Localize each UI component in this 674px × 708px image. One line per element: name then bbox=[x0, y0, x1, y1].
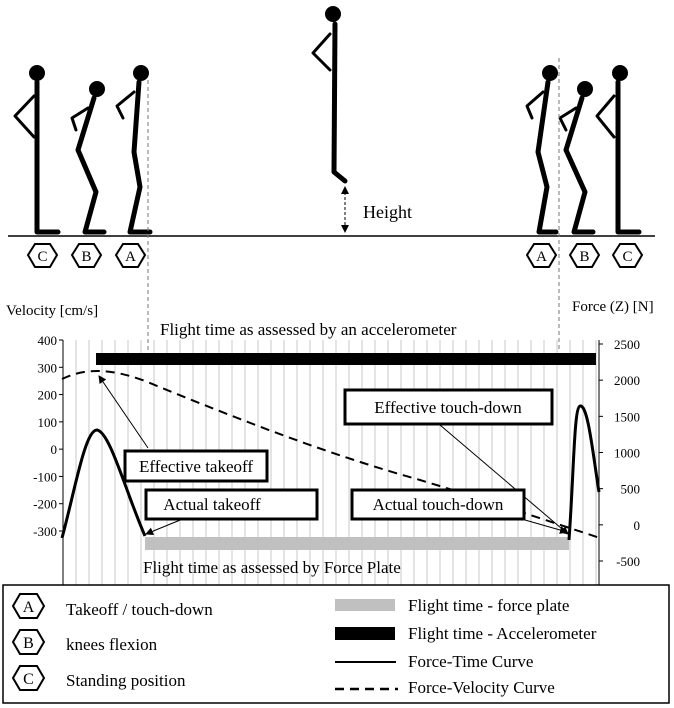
force-tick-label: 1000 bbox=[614, 446, 640, 461]
velocity-ticks: 400 300 200 100 0 -100 -200 -300 bbox=[33, 333, 63, 539]
legend-force-velocity-text: Force-Velocity Curve bbox=[408, 678, 555, 697]
velocity-tick-label: -100 bbox=[33, 469, 57, 484]
figure-right-standing bbox=[595, 65, 642, 235]
badge-right-c: C bbox=[611, 243, 644, 268]
velocity-tick-label: 200 bbox=[38, 388, 58, 403]
velocity-tick-label: 100 bbox=[38, 415, 58, 430]
legend-badge-a: A bbox=[11, 593, 46, 619]
legend-force-time-text: Force-Time Curve bbox=[408, 652, 533, 671]
accelerometer-flight-title: Flight time as assessed by an accelerome… bbox=[160, 320, 457, 339]
force-tick-label: 500 bbox=[621, 482, 641, 497]
svg-text:A: A bbox=[125, 249, 136, 265]
force-ticks: 2500 2000 1500 1000 500 0 -500 bbox=[599, 337, 640, 569]
velocity-tick-label: 0 bbox=[51, 442, 58, 457]
legend-takeoff-text: Takeoff / touch-down bbox=[66, 600, 213, 619]
figure-left-standing bbox=[13, 65, 61, 235]
height-label: Height bbox=[363, 202, 412, 222]
svg-text:A: A bbox=[536, 249, 547, 265]
force-plate-flight-bar bbox=[145, 537, 569, 550]
legend-force-plate-text: Flight time - force plate bbox=[408, 596, 569, 615]
svg-text:B: B bbox=[81, 249, 91, 265]
svg-text:C: C bbox=[622, 249, 632, 265]
badge-left-a: A bbox=[114, 243, 147, 268]
figure-right-flexion bbox=[558, 81, 596, 235]
annotation-actual-touchdown: Actual touch-down bbox=[350, 488, 526, 521]
legend-gray-bar-swatch bbox=[335, 599, 395, 611]
figure-airborne bbox=[311, 6, 348, 184]
badge-left-c: C bbox=[26, 243, 59, 268]
annotation-effective-takeoff: Effective takeoff bbox=[123, 449, 269, 483]
force-time-curve-takeoff bbox=[60, 428, 147, 539]
svg-text:B: B bbox=[579, 249, 589, 265]
svg-text:B: B bbox=[23, 635, 34, 652]
force-tick-label: 0 bbox=[634, 518, 641, 533]
force-tick-label: 1500 bbox=[614, 409, 640, 424]
annotation-actual-takeoff: Actual takeoff bbox=[144, 488, 319, 521]
figure-right-touchdown bbox=[525, 65, 559, 235]
phase-badges: C B A A B C bbox=[26, 243, 644, 268]
force-plate-flight-title: Flight time as assessed by Force Plate bbox=[143, 558, 401, 577]
badge-right-b: B bbox=[568, 243, 601, 268]
svg-text:Actual touch-down: Actual touch-down bbox=[373, 495, 504, 514]
svg-text:A: A bbox=[23, 599, 35, 616]
svg-text:Effective touch-down: Effective touch-down bbox=[374, 398, 522, 417]
legend-badge-c: C bbox=[11, 665, 46, 691]
svg-text:C: C bbox=[23, 671, 34, 688]
velocity-tick-label: 300 bbox=[38, 360, 58, 375]
figure-left-flexion bbox=[70, 81, 107, 235]
velocity-axis-label: Velocity [cm/s] bbox=[6, 303, 98, 319]
badge-left-b: B bbox=[70, 243, 103, 268]
svg-text:C: C bbox=[37, 249, 47, 265]
force-tick-label: 2500 bbox=[614, 337, 640, 352]
annotation-arrows bbox=[98, 375, 569, 536]
legend-flexion-text: knees flexion bbox=[66, 635, 158, 654]
legend-standing-text: Standing position bbox=[66, 671, 186, 690]
badge-right-a: A bbox=[525, 243, 558, 268]
stick-figures bbox=[13, 6, 642, 235]
velocity-tick-label: 400 bbox=[38, 333, 58, 348]
force-axis-label: Force (Z) [N] bbox=[572, 299, 654, 315]
figure-left-takeoff bbox=[115, 65, 153, 235]
velocity-tick-label: -300 bbox=[33, 524, 57, 539]
force-tick-label: 2000 bbox=[614, 373, 640, 388]
svg-text:Effective takeoff: Effective takeoff bbox=[139, 457, 253, 476]
legend-accelerometer-text: Flight time - Accelerometer bbox=[408, 624, 597, 643]
velocity-tick-label: -200 bbox=[33, 497, 57, 512]
annotation-effective-touchdown: Effective touch-down bbox=[343, 388, 554, 426]
svg-text:Actual takeoff: Actual takeoff bbox=[163, 495, 261, 514]
force-tick-label: -500 bbox=[616, 554, 640, 569]
legend-badge-b: B bbox=[11, 629, 46, 655]
force-time-curve-touchdown bbox=[567, 404, 601, 541]
legend-black-bar-swatch bbox=[335, 627, 395, 640]
accelerometer-flight-bar bbox=[96, 353, 596, 365]
